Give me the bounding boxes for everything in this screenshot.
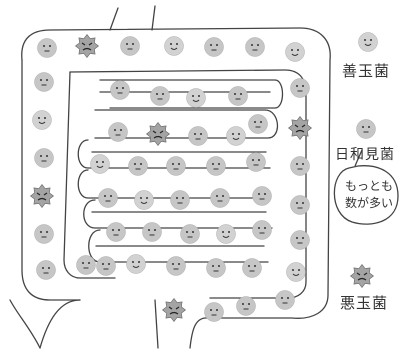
neutral-bacterium-46 bbox=[210, 188, 230, 208]
neutral-bacterium-32 bbox=[228, 86, 248, 106]
neutral-bacterium-27 bbox=[236, 296, 256, 316]
bubble-line-2: 数が多い bbox=[344, 196, 393, 210]
neutral-bacterium-18 bbox=[36, 260, 56, 280]
neutral-bacterium-2 bbox=[120, 36, 140, 56]
neutral-bacterium-15 bbox=[34, 148, 54, 168]
neutral-bacterium-50 bbox=[180, 224, 200, 244]
neutral-bacterium-7 bbox=[290, 78, 310, 98]
neutral-bacterium-10 bbox=[290, 195, 310, 215]
neutral-bacterium-20 bbox=[96, 256, 116, 276]
neutral-bacterium-0 bbox=[37, 38, 57, 58]
neutral-bacterium-22 bbox=[166, 256, 186, 276]
legend-good-label: 善玉菌 bbox=[342, 62, 391, 80]
neutral-bacterium-49 bbox=[142, 222, 162, 242]
good-bacterium-6 bbox=[285, 42, 305, 62]
bad-bacterium-8 bbox=[288, 116, 312, 140]
neutral-bacterium-40 bbox=[166, 156, 186, 176]
neutral-bacterium-30 bbox=[150, 86, 170, 106]
bad-bacterium-25 bbox=[162, 298, 186, 322]
neutral-bacterium-33 bbox=[108, 122, 128, 142]
neutral-bacterium-43 bbox=[98, 188, 118, 208]
neutral-bacterium-45 bbox=[170, 190, 190, 210]
neutral-bacterium-11 bbox=[290, 230, 310, 250]
neutral-bacterium-19 bbox=[76, 255, 96, 275]
legend-bad-label: 悪玉菌 bbox=[340, 294, 389, 312]
neutral-bacterium-24 bbox=[242, 258, 262, 278]
good-bacterium-53 bbox=[358, 32, 378, 52]
neutral-bacterium-13 bbox=[34, 72, 54, 92]
neutral-bacterium-35 bbox=[188, 126, 208, 146]
neutral-bacterium-26 bbox=[204, 302, 224, 322]
legend-neutral-label: 日和見菌 bbox=[335, 147, 395, 163]
neutral-bacterium-42 bbox=[246, 152, 266, 172]
good-bacterium-38 bbox=[90, 154, 110, 174]
bad-bacterium-1 bbox=[75, 34, 99, 58]
speech-bubble bbox=[333, 149, 399, 225]
neutral-bacterium-23 bbox=[206, 258, 226, 278]
neutral-bacterium-52 bbox=[252, 220, 272, 240]
bad-bacterium-55 bbox=[350, 264, 374, 288]
intestine-outline bbox=[9, 5, 331, 349]
neutral-bacterium-29 bbox=[110, 80, 130, 100]
good-bacterium-31 bbox=[186, 88, 206, 108]
neutral-bacterium-41 bbox=[206, 156, 226, 176]
neutral-bacterium-9 bbox=[290, 156, 310, 176]
good-bacterium-14 bbox=[32, 110, 52, 130]
good-bacterium-51 bbox=[216, 224, 236, 244]
bubble-line-1: もっとも bbox=[344, 179, 393, 193]
bad-bacterium-16 bbox=[30, 184, 54, 208]
neutral-bacterium-4 bbox=[204, 37, 224, 57]
neutral-bacterium-5 bbox=[245, 37, 265, 57]
good-bacterium-36 bbox=[226, 126, 246, 146]
good-bacterium-12 bbox=[286, 262, 306, 282]
neutral-bacterium-28 bbox=[275, 290, 295, 310]
good-bacterium-21 bbox=[126, 254, 146, 274]
speech-bubble-text: もっとも 数が多い bbox=[340, 178, 398, 212]
neutral-bacterium-37 bbox=[248, 114, 268, 134]
good-bacterium-44 bbox=[134, 190, 154, 210]
neutral-bacterium-48 bbox=[106, 222, 126, 242]
bad-bacterium-34 bbox=[146, 122, 170, 146]
neutral-bacterium-47 bbox=[252, 186, 272, 206]
good-bacterium-3 bbox=[164, 36, 184, 56]
neutral-bacterium-17 bbox=[34, 224, 54, 244]
neutral-bacterium-54 bbox=[356, 119, 376, 139]
neutral-bacterium-39 bbox=[128, 156, 148, 176]
